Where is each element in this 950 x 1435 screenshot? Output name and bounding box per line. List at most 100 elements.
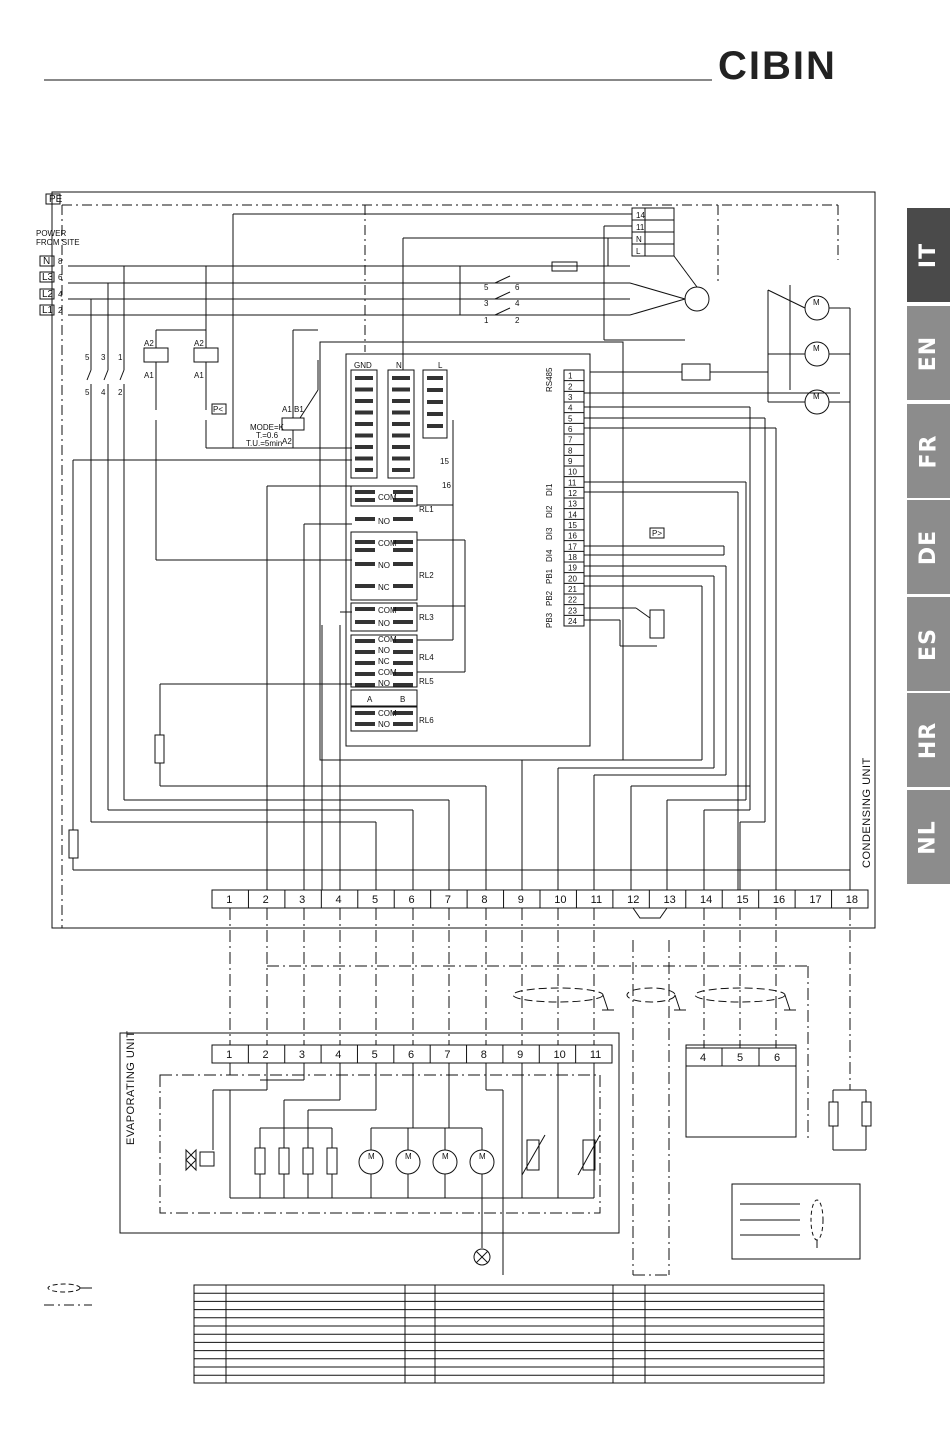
switch-3: 3 bbox=[484, 299, 489, 308]
indicator-lamp bbox=[473, 1248, 491, 1266]
drain-heater-1 bbox=[828, 1101, 839, 1127]
rl1-block bbox=[350, 485, 418, 507]
rl4-no: NO bbox=[378, 646, 390, 655]
fan-box-n: N bbox=[636, 235, 642, 244]
strip-terminal-label: 11 bbox=[568, 478, 577, 487]
line-l3-label: L3 bbox=[42, 272, 54, 283]
strip-side-label: DI1 bbox=[545, 483, 554, 496]
pole-bottom-1: 5 bbox=[85, 388, 90, 397]
line-l1-label: L1 bbox=[42, 305, 54, 316]
bus-a-label: A bbox=[367, 695, 373, 704]
strip-terminal-label: 18 bbox=[568, 553, 577, 562]
rl3-block bbox=[350, 602, 418, 632]
strip-terminal-label: 4 bbox=[568, 404, 573, 413]
evaporating-unit-label: EVAPORATING UNIT bbox=[125, 1030, 137, 1145]
sw-16-label: 16 bbox=[442, 481, 451, 490]
strip-terminal-label: 10 bbox=[568, 468, 577, 477]
line-n-label: N bbox=[43, 256, 50, 267]
condensing-terminal-label: 15 bbox=[736, 894, 748, 906]
n-label: N bbox=[396, 361, 402, 370]
strip-terminal-label: 8 bbox=[568, 446, 573, 455]
evaporating-terminal-label: 7 bbox=[444, 1049, 450, 1061]
strip-terminal-label: 3 bbox=[568, 393, 573, 402]
strip-terminal-label: 14 bbox=[568, 510, 577, 519]
evaporating-terminal-strip bbox=[211, 1044, 613, 1064]
rl6-no: NO bbox=[378, 720, 390, 729]
solenoid-valve bbox=[199, 1151, 215, 1167]
rl6-com: COM bbox=[378, 709, 397, 718]
evaporating-terminal-label: 11 bbox=[590, 1049, 601, 1061]
strip-side-label: DI4 bbox=[545, 549, 554, 562]
fan-box-11: 11 bbox=[636, 223, 645, 232]
condensing-terminal-label: 10 bbox=[554, 894, 566, 906]
line-num-2: 2 bbox=[58, 306, 63, 315]
strip-terminal-label: 24 bbox=[568, 617, 577, 626]
contactor-b-coil bbox=[193, 347, 219, 363]
compressor-motor bbox=[684, 286, 710, 312]
gnd-connector bbox=[350, 369, 378, 479]
strip-terminal-label: 17 bbox=[568, 542, 577, 551]
condensing-terminal-label: 9 bbox=[518, 894, 524, 906]
p-sensor-label: P> bbox=[652, 529, 662, 538]
strip-terminal-label: 16 bbox=[568, 532, 577, 541]
evaporating-terminal-label: 10 bbox=[553, 1049, 565, 1061]
rl2-nc: NC bbox=[378, 583, 390, 592]
timer-t: T.=0.6 bbox=[256, 431, 279, 440]
pressure-switch-low-label: P< bbox=[213, 405, 223, 414]
evaporating-terminal-label: 5 bbox=[372, 1049, 378, 1061]
strip-side-label: PB2 bbox=[545, 590, 554, 606]
strip-terminal-label: 12 bbox=[568, 489, 577, 498]
rl1-label: RL1 bbox=[419, 505, 434, 514]
lang-tab-es[interactable]: ES bbox=[907, 597, 950, 691]
evap-probe-1 bbox=[526, 1139, 540, 1171]
condensing-terminal-label: 12 bbox=[627, 894, 639, 906]
evaporating-terminal-label: 9 bbox=[517, 1049, 523, 1061]
lang-tab-it[interactable]: IT bbox=[907, 208, 950, 302]
l3-terminal bbox=[39, 271, 55, 283]
pole-top-1: 5 bbox=[85, 353, 90, 362]
timer-b1: B1 bbox=[294, 405, 304, 414]
strip-side-label: DI2 bbox=[545, 505, 554, 518]
fan-motor-1-label: M bbox=[813, 298, 820, 307]
condensing-terminal-label: 17 bbox=[809, 894, 821, 906]
n-connector bbox=[387, 369, 415, 479]
fan-box-l: L bbox=[636, 247, 641, 256]
pole-top-2: 3 bbox=[101, 353, 106, 362]
switch-5: 5 bbox=[484, 283, 489, 292]
coil-a-a1: A1 bbox=[144, 371, 154, 380]
line-num-6: 6 bbox=[58, 273, 63, 282]
defrost-heater-2 bbox=[278, 1147, 290, 1175]
pole-bottom-2: 4 bbox=[101, 388, 106, 397]
aux-terminal-label: 4 bbox=[700, 1052, 706, 1064]
rl6-block bbox=[350, 706, 418, 732]
crankcase-heater bbox=[154, 734, 165, 764]
bus-b-label: B bbox=[400, 695, 405, 704]
rl1-com: COM bbox=[378, 493, 397, 502]
rl2-no: NO bbox=[378, 561, 390, 570]
rl4-nc: NC bbox=[378, 657, 390, 666]
condensing-terminal-label: 16 bbox=[773, 894, 785, 906]
strip-side-label: DI3 bbox=[545, 527, 554, 540]
lang-tab-en[interactable]: EN bbox=[907, 306, 950, 400]
evaporating-terminal-label: 1 bbox=[226, 1049, 232, 1061]
evaporating-terminal-label: 2 bbox=[263, 1049, 269, 1061]
timer-mode: MODE=K bbox=[250, 423, 285, 432]
rl3-label: RL3 bbox=[419, 613, 434, 622]
lang-tab-nl[interactable]: NL bbox=[907, 790, 950, 884]
evap-fan-3-label: M bbox=[442, 1152, 449, 1161]
rl6-label: RL6 bbox=[419, 716, 434, 725]
rl3-no: NO bbox=[378, 619, 390, 628]
evap-probe-2 bbox=[582, 1139, 596, 1171]
condensing-terminal-label: 6 bbox=[408, 894, 414, 906]
lang-tab-fr[interactable]: FR bbox=[907, 404, 950, 498]
timer-tu: T.U.=5min bbox=[246, 439, 282, 448]
timer-a1: A1 bbox=[282, 405, 292, 414]
sump-heater bbox=[68, 829, 79, 859]
contactor-a-coil bbox=[143, 347, 169, 363]
brand-logo: CIBIN bbox=[718, 44, 837, 88]
rl2-block bbox=[350, 531, 418, 601]
rl3-com: COM bbox=[378, 606, 397, 615]
lang-tab-de[interactable]: DE bbox=[907, 500, 950, 594]
lang-tab-hr[interactable]: HR bbox=[907, 693, 950, 787]
fan-box-14: 14 bbox=[636, 211, 645, 220]
